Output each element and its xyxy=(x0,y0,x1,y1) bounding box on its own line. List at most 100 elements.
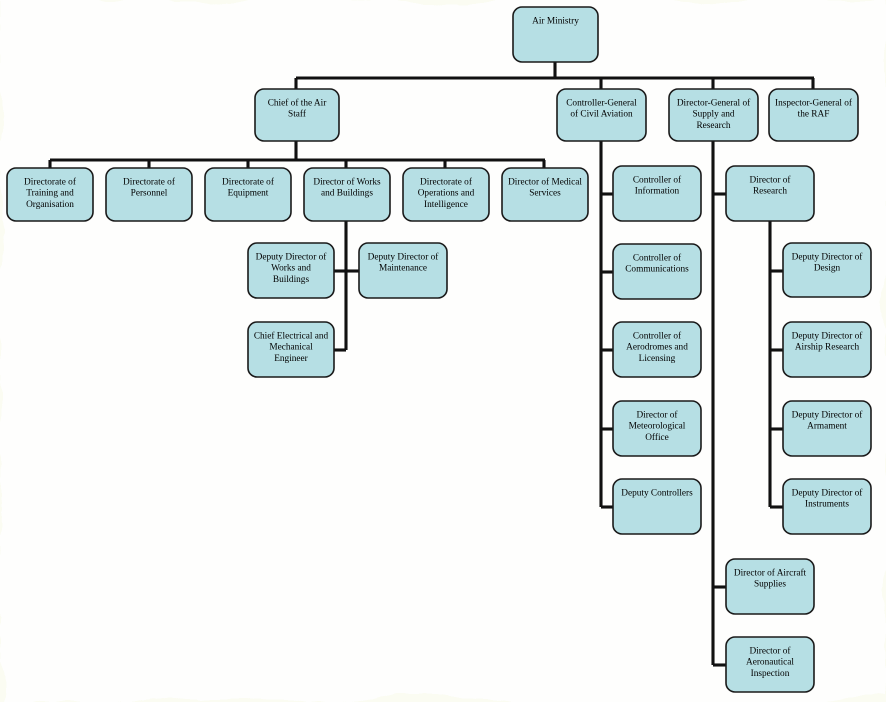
node-label-line: Air Ministry xyxy=(532,17,579,27)
node-air-ministry[interactable]: Air Ministry xyxy=(512,6,599,63)
node-label-line: Services xyxy=(529,189,561,199)
node-label-line: Design xyxy=(814,264,841,274)
node-label-line: Director of Medical xyxy=(508,177,582,188)
node-box xyxy=(204,167,292,222)
node-box xyxy=(512,6,599,63)
node-box xyxy=(247,321,335,378)
node-label-line: Deputy Director of xyxy=(792,410,864,421)
node-box xyxy=(105,167,193,222)
node-label-line: Deputy Director of xyxy=(792,331,864,342)
node-label-line: Maintenance xyxy=(379,264,427,274)
node-label-line: Deputy Director of xyxy=(792,488,864,499)
node-box xyxy=(725,558,815,615)
node-label-line: Personnel xyxy=(131,189,168,199)
node-label-line: Licensing xyxy=(639,354,676,364)
node-label-line: Controller-General xyxy=(566,99,637,109)
node-label-line: Engineer xyxy=(274,354,308,364)
node-label-line: Equipment xyxy=(228,189,269,199)
node-label-line: Directorate of xyxy=(123,177,176,188)
node-label-line: Chief of the Air xyxy=(268,98,328,109)
node-label-line: Director-General of xyxy=(677,98,751,109)
node-box xyxy=(612,243,702,300)
node-box xyxy=(612,321,702,378)
node-deputy-controllers[interactable]: Deputy Controllers xyxy=(612,478,702,535)
node-label-line: Instruments xyxy=(805,500,849,510)
node-label-line: Deputy Director of xyxy=(256,252,328,263)
node-box xyxy=(782,478,872,535)
node-label-line: Intelligence xyxy=(424,200,468,210)
node-box xyxy=(358,242,448,299)
node-label-line: Training and xyxy=(26,189,74,199)
node-box xyxy=(768,88,859,142)
node-label-line: Controller of xyxy=(633,253,682,264)
node-label-line: Buildings xyxy=(273,275,310,285)
node-label-line: Meteorological xyxy=(629,422,686,432)
node-box xyxy=(254,88,340,142)
node-box xyxy=(612,478,702,535)
node-label-line: Information xyxy=(635,186,680,197)
node-box xyxy=(6,167,94,222)
node-label-line: Operations and xyxy=(418,189,475,199)
node-label-line: and Buildings xyxy=(321,189,373,199)
node-label-line: Aerodromes and xyxy=(626,343,688,353)
node-label-line: Director of xyxy=(749,175,791,186)
node-box xyxy=(782,242,872,298)
node-label-line: Controller of xyxy=(633,175,682,186)
node-label-line: Works and xyxy=(271,264,311,274)
node-label-line: Organisation xyxy=(26,200,74,210)
node-label-line: Inspection xyxy=(751,669,790,679)
node-label-line: the RAF xyxy=(798,110,830,120)
node-label-line: of Civil Aviation xyxy=(570,109,633,120)
node-box xyxy=(501,167,589,222)
node-box xyxy=(556,88,647,142)
node-box xyxy=(668,88,759,142)
node-label-line: Director of Aircraft xyxy=(734,568,807,579)
node-box xyxy=(247,242,335,299)
node-label-line: Director of Works xyxy=(313,177,381,188)
node-label: Deputy Controllers xyxy=(621,489,693,499)
node-box xyxy=(725,636,815,693)
node-label-line: Research xyxy=(753,187,787,197)
node-label-line: Staff xyxy=(288,109,307,120)
node-label: Air Ministry xyxy=(532,17,579,27)
node-label-line: Inspector-General of xyxy=(775,98,853,109)
node-box xyxy=(612,165,702,222)
